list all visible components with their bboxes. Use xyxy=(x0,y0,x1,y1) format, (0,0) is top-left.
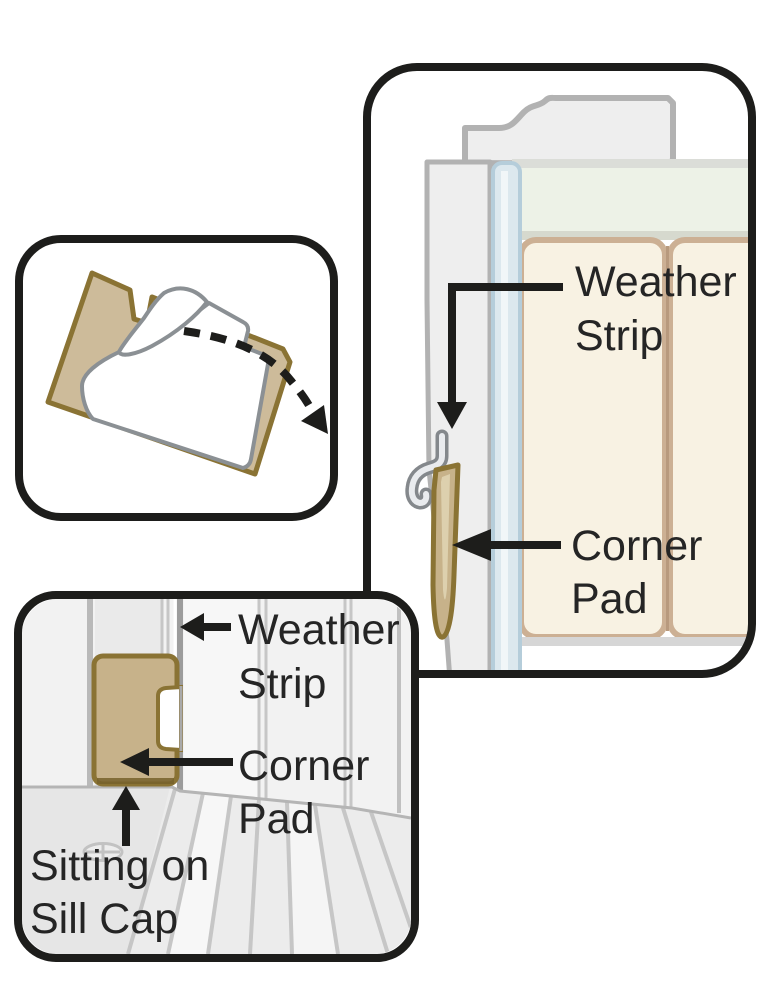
floor-light-wedge xyxy=(168,793,231,954)
label-detail-weather-strip: Weather Strip xyxy=(575,258,737,360)
sill-corner-pad-arrowhead xyxy=(120,748,149,776)
label-sitting-on-sill-cap: Sitting on Sill Cap xyxy=(30,842,209,943)
sill-corner-pad-line1: Corner xyxy=(238,742,369,790)
label-sill-weather-strip: Weather Strip xyxy=(238,606,400,708)
screen-band xyxy=(512,168,748,231)
peel-direction-dashed-arrow xyxy=(183,327,318,417)
floor-light-wedge-2 xyxy=(287,802,338,954)
detail-corner-pad-line1: Corner xyxy=(571,522,702,570)
weather-strip-hook xyxy=(405,429,449,510)
detail-weather-strip-line1: Weather xyxy=(575,258,737,306)
weather-strip-leader-line xyxy=(448,283,563,403)
backing-curl xyxy=(117,286,209,357)
sill-weather-strip-line2: Strip xyxy=(238,660,326,708)
peel-inset-panel xyxy=(15,235,338,521)
sill-corner-pad-line2: Pad xyxy=(238,795,315,843)
detail-weather-strip-line2: Strip xyxy=(575,312,663,360)
detail-corner-pad-line2: Pad xyxy=(571,575,648,623)
weather-strip-down-arrowhead xyxy=(437,402,467,429)
sitting-on-sill-line1: Sitting on xyxy=(30,842,209,890)
label-detail-corner-pad: Corner Pad xyxy=(571,522,702,623)
frame-detail-panel: Weather Strip Corner Pad xyxy=(363,63,756,678)
label-sill-corner-pad: Corner Pad xyxy=(238,742,369,843)
floor-shade-wedge xyxy=(22,787,170,954)
screen-band-top-edge xyxy=(512,159,748,168)
glazing-highlight xyxy=(501,171,508,671)
corner-pad-wedge-highlight xyxy=(441,474,450,600)
window-head-frame xyxy=(462,94,676,167)
sill-weather-strip-line1: Weather xyxy=(238,606,400,654)
sill-shadow-strip xyxy=(516,637,748,646)
floor-plank-lines xyxy=(126,788,411,954)
sill-weather-strip-arrowhead xyxy=(180,613,204,641)
corner-pad-notch xyxy=(156,684,183,753)
corner-pad-arrowhead xyxy=(452,529,491,561)
screen-band-bottom-edge xyxy=(512,231,748,240)
sill-detail-panel: Weather Strip Corner Pad Sitting on Sill… xyxy=(14,591,419,962)
peel-direction-arrowhead xyxy=(301,405,328,434)
sill-cap-screw xyxy=(82,842,124,862)
wall-floor-boundary xyxy=(22,785,411,820)
sill-panel-border xyxy=(14,591,419,962)
frame-detail-panel-border xyxy=(363,63,756,678)
sitting-on-sill-line2: Sill Cap xyxy=(30,895,178,943)
peel-inset-border xyxy=(15,235,338,521)
sitting-on-sill-arrowhead xyxy=(112,786,140,810)
